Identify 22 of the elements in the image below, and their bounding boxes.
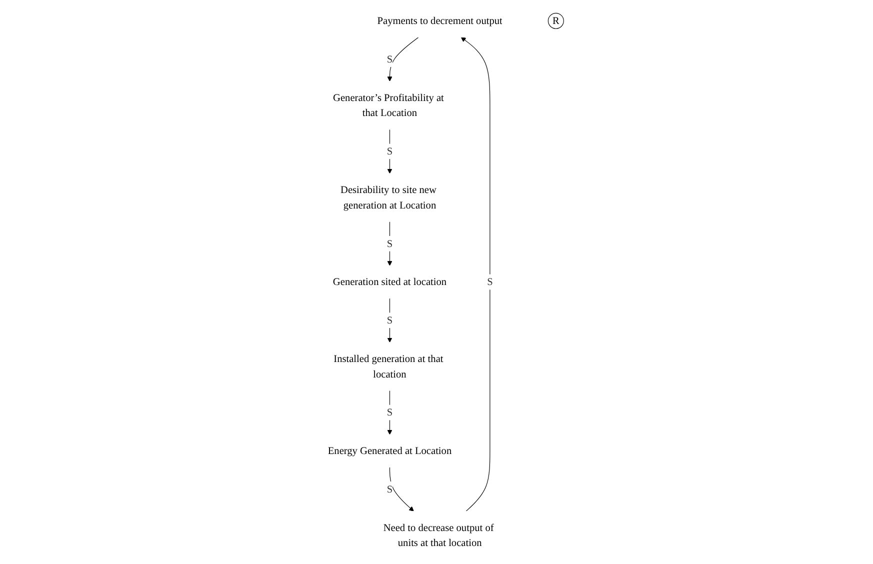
node-text: Desirability to site new generation at Location — [340, 184, 436, 211]
node-text: Generation sited at location — [332, 276, 446, 288]
node-text: Payments to decrement output — [377, 14, 502, 26]
node-text: Generator’s Profitability at that Location — [332, 92, 444, 119]
arrow — [460, 37, 490, 512]
node-text: Energy Generated at Location — [328, 444, 452, 456]
edge-label: S — [386, 406, 392, 418]
edge-label: S — [386, 483, 392, 495]
node-circle: R — [548, 12, 564, 29]
arrow — [387, 221, 392, 266]
arrow — [387, 129, 392, 174]
node-text: Need to decrease output of units at that location — [383, 522, 494, 549]
edge-label: S — [386, 314, 392, 326]
arrow — [387, 298, 392, 343]
edge-label: S — [386, 53, 392, 65]
edge-label: S — [486, 276, 493, 288]
edge-label: S — [386, 238, 392, 250]
node-text: Installed generation at that location — [334, 352, 444, 380]
arrow — [387, 390, 392, 435]
arrow — [389, 466, 414, 512]
arrow — [387, 36, 419, 82]
edge-label: S — [386, 145, 392, 157]
